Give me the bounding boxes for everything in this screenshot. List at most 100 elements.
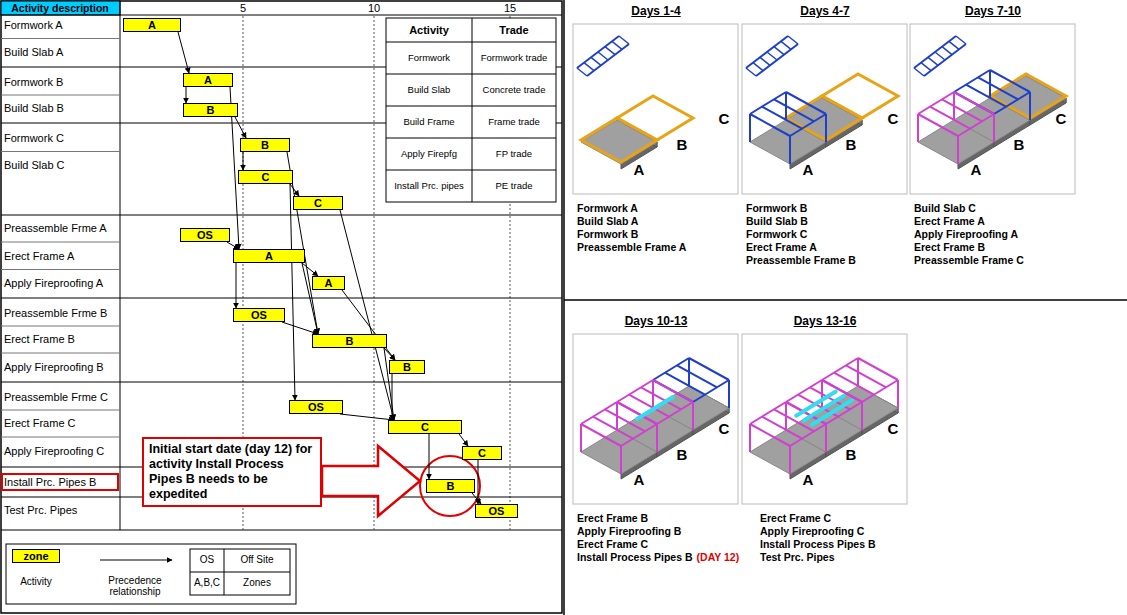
node-text: B <box>403 362 411 373</box>
activity-list-item: Build Slab A <box>577 215 638 227</box>
node-text: C <box>314 198 322 209</box>
table-label: Formwork C <box>4 132 64 145</box>
node-text: A <box>148 20 156 31</box>
precedence-arrow <box>429 434 430 479</box>
table-cell: zone <box>23 550 48 563</box>
table-cell: Concrete trade <box>483 85 546 96</box>
activity-list-item: (DAY 12) <box>697 551 740 563</box>
node-text: A <box>265 251 273 262</box>
precedence-arrow <box>186 87 187 103</box>
precedence-arrow <box>459 434 468 446</box>
activity-bar: A <box>312 276 345 290</box>
node-text: C <box>478 448 486 459</box>
column-line <box>120 1 121 530</box>
zone-letter: B <box>846 136 857 153</box>
activity-bar: C <box>238 170 293 184</box>
activity-list-item: Build Slab B <box>746 215 808 227</box>
callout-box: Initial start date (day 12) for activity… <box>142 437 322 507</box>
node-text: C <box>262 172 270 183</box>
zone-letter: B <box>1014 136 1025 153</box>
illustration-frames <box>573 24 1075 504</box>
panel-title: Days 4-7 <box>800 5 849 19</box>
activity-bar: A <box>123 18 181 32</box>
activity-list-item: Erect Frame C <box>760 512 831 524</box>
activity-list-item: Formwork B <box>746 202 807 214</box>
activity-list-item: Test Prc. Pipes <box>760 551 835 563</box>
table-label: 5 <box>240 2 246 15</box>
activity-bar: B <box>389 360 425 374</box>
activity-list-item: Build Slab C <box>914 202 976 214</box>
panel-title: Days 10-13 <box>625 315 688 329</box>
legend-text: Activity <box>20 576 52 588</box>
table-label: Erect Frame C <box>4 417 76 430</box>
table-cell: Formwork <box>408 53 450 64</box>
table-cell: Build Slab <box>408 85 451 96</box>
table-label: Apply Fireproofing A <box>4 277 103 290</box>
table-label: Build Slab B <box>4 102 64 115</box>
activity-list-item: Apply Fireproofing B <box>577 525 681 537</box>
table-cell: Apply Firepfg <box>401 149 457 160</box>
table-label: Build Slab C <box>4 159 65 172</box>
activity-list-item: Erect Frame A <box>914 215 985 227</box>
activity-list-item: Erect Frame B <box>914 241 985 253</box>
activity-list-item: Preassemble Frame B <box>746 254 856 266</box>
table-label: Formwork B <box>4 76 63 89</box>
table-label: Install Prc. Pipes B <box>4 476 96 489</box>
table-cell: Off Site <box>240 554 273 566</box>
table-cell: A,B,C <box>194 577 220 589</box>
activity-bar: OS <box>180 228 230 242</box>
precedence-arrow <box>384 348 394 420</box>
panel-title: Days 7-10 <box>965 5 1021 19</box>
table-cell: FP trade <box>496 149 532 160</box>
precedence-arrow <box>478 460 479 504</box>
table-label: Preassemble Frme C <box>4 391 108 404</box>
node-text: B <box>261 140 269 151</box>
zone-letter: A <box>634 471 645 488</box>
node-text: A <box>204 75 212 86</box>
zone-letter: A <box>634 161 645 178</box>
precedence-arrow <box>302 263 318 334</box>
table-cell: OS <box>200 554 214 566</box>
activity-list-item: Formwork A <box>577 202 638 214</box>
table-cell: PE trade <box>496 181 533 192</box>
precedence-arrow <box>392 374 393 420</box>
legend-box <box>6 544 296 604</box>
node-text: B <box>207 105 215 116</box>
activity-list-item: Install Process Pipes B <box>577 551 693 563</box>
zone-letter: A <box>803 161 814 178</box>
precedence-arrow <box>236 263 237 308</box>
panel-divider <box>563 0 565 615</box>
zone-letter: C <box>888 110 899 127</box>
activity-list-item: Formwork B <box>577 228 638 240</box>
zone-letter: A <box>971 161 982 178</box>
node-text: B <box>346 336 354 347</box>
table-label: Activity description <box>11 2 108 14</box>
activity-bar: OS <box>475 504 518 518</box>
table-cell: Activity <box>409 24 449 37</box>
precedence-arrow <box>472 493 481 504</box>
precedence-arrow <box>290 184 295 400</box>
activity-list-item: Formwork C <box>746 228 807 240</box>
activity-bar: A <box>183 73 233 87</box>
node-text: C <box>421 422 429 433</box>
activity-bar: B <box>312 334 387 348</box>
table-cell: Build Frame <box>403 117 454 128</box>
activity-bar: C <box>462 446 502 460</box>
precedence-arrow <box>227 242 239 249</box>
precedence-arrow <box>178 32 189 73</box>
highlight-box <box>2 474 118 490</box>
zone-letter: C <box>1056 110 1067 127</box>
precedence-arrow <box>340 210 394 420</box>
table-label: 15 <box>504 2 516 15</box>
activity-bar: B <box>183 103 238 117</box>
table-cell: Frame trade <box>488 117 540 128</box>
activity-list-item: Install Process Pipes B <box>760 538 876 550</box>
construction-illustration <box>577 36 1066 479</box>
panel-title: Days 13-16 <box>794 315 857 329</box>
table-cell: Trade <box>499 24 528 37</box>
chart-border <box>1 1 562 613</box>
zone-letter: C <box>719 420 730 437</box>
table-label: Erect Frame A <box>4 250 74 263</box>
activity-bar: C <box>388 420 462 434</box>
zone-letter: B <box>677 446 688 463</box>
